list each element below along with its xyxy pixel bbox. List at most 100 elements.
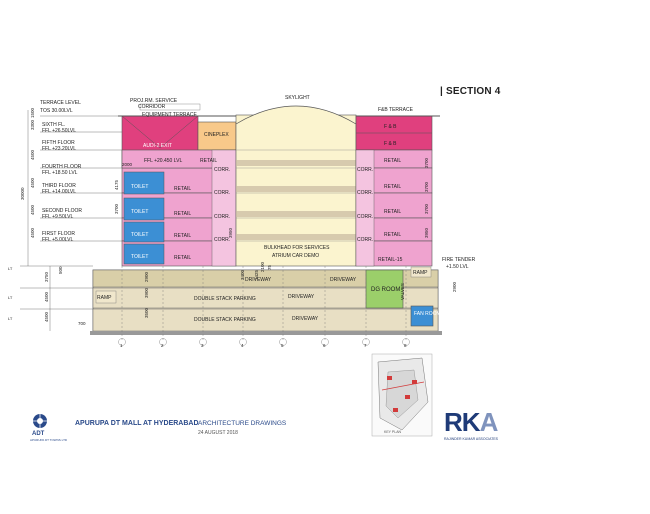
first-floor-label: FIRST FLOOR	[42, 231, 75, 237]
third-floor-label: THIRD FLOOR	[42, 183, 76, 189]
adt-logo	[33, 414, 47, 428]
retail-left-4: RETAIL	[174, 186, 191, 192]
lt-1: LT	[8, 266, 13, 271]
grid-1: 1	[120, 343, 123, 348]
bulkhead-label: BULKHEAD FOR SERVICES	[264, 245, 330, 251]
dim-4500-e: 4500	[44, 291, 49, 302]
driveway-2: DRIVEWAY	[288, 294, 315, 300]
dim-1425: 1425	[254, 269, 259, 280]
dim-2000: 2000	[122, 162, 133, 167]
corr-left-3: CORR.	[214, 190, 230, 196]
foundation-slab	[90, 331, 442, 335]
adt-logo-subtitle: APURUPA DT TOWNS LTD	[30, 438, 68, 442]
toilet-label-2: TOILET	[131, 232, 148, 238]
fire-tender-label: FIRE TENDER	[442, 257, 476, 263]
second-floor-label: SECOND FLOOR	[42, 208, 82, 214]
fan-room	[410, 305, 434, 327]
dim-700: 700	[78, 321, 86, 326]
skylight-dome	[235, 105, 357, 125]
cineplex-label: CINEPLEX	[204, 132, 229, 138]
dim-4500-f: 4500	[44, 311, 49, 322]
dim-3950-left: 3950	[228, 227, 233, 238]
sixth-lvl: FFL +26.50LVL	[42, 128, 76, 134]
dim-4500-c: 4500	[30, 204, 35, 215]
corr-right-3: CORR.	[357, 190, 373, 196]
fb-label-2: F & B	[384, 141, 397, 147]
corridor-right	[355, 149, 375, 267]
retail-right-3: RETAIL	[384, 209, 401, 215]
fourth-lvl: FFL +18.50 LVL	[42, 170, 78, 176]
toilet-label-1: TOILET	[131, 254, 148, 260]
corridor-label: CORRIDOR	[138, 104, 166, 110]
dim-3700-left: 3700	[114, 203, 119, 214]
retail-right-5: RETAIL	[384, 158, 401, 164]
retail-right-2: RETAIL	[384, 232, 401, 238]
valves-label: VALVES	[400, 283, 405, 300]
corr-left-2: CORR.	[214, 214, 230, 220]
grid-5: 5	[281, 343, 284, 348]
retail-left-3: RETAIL	[174, 211, 191, 217]
fifth-floor-label: FIFTH FLOOR	[42, 140, 75, 146]
toilet-2	[123, 221, 165, 243]
rka-logo-subtitle: RAJINDER KUMAR ASSOCIATES	[444, 437, 499, 441]
fb-terrace-label: F&B TERRACE	[378, 107, 414, 113]
grid-8: 8	[404, 343, 407, 348]
dim-3700-r3: 3700	[424, 203, 429, 214]
lt-2: LT	[8, 295, 13, 300]
audi-label: AUDI-2 EXIT	[143, 143, 172, 149]
retail-label-5: RETAIL	[200, 158, 217, 164]
dim-3400: 3400	[240, 269, 245, 280]
dim-4500-b: 4500	[30, 177, 35, 188]
toilet-1	[123, 243, 165, 265]
basement-level-1	[92, 269, 439, 288]
retail-left-1: RETAIL	[174, 255, 191, 261]
section-title: | SECTION 4	[440, 86, 501, 97]
double-stack-1: DOUBLE STACK PARKING	[194, 296, 256, 302]
dim-4500-d: 4500	[30, 227, 35, 238]
rka-logo: RKA	[444, 407, 498, 438]
third-lvl: FFL +14.00LVL	[42, 189, 76, 195]
equipment-label: EQUIPMENT TERRACE	[142, 112, 197, 118]
dg-room-label: DG ROOM	[371, 287, 400, 293]
corr-right-2: CORR.	[357, 214, 373, 220]
drawings-title: ARCHITECTURE DRAWINGS	[198, 420, 287, 427]
rka-logo-rk: RK	[444, 407, 481, 437]
grid-4: 4	[241, 343, 244, 348]
retail-15-label: RETAIL-15	[378, 257, 403, 263]
dim-3700-r1: 3700	[424, 157, 429, 168]
corr-left-4: CORR.	[214, 167, 230, 173]
grid-2: 2	[161, 343, 164, 348]
corr-left-1: CORR.	[214, 237, 230, 243]
dim-500: 500	[58, 266, 63, 274]
grid-6: 6	[323, 343, 326, 348]
fan-room-label: FAN ROOM	[414, 311, 441, 317]
dim-3500: 3500	[144, 307, 149, 318]
projrm-label: PROJ.RM. SERVICE	[130, 98, 178, 104]
double-stack-2: DOUBLE STACK PARKING	[194, 317, 256, 323]
dim-2900-left: 2900	[144, 271, 149, 282]
adt-logo-text: ADT	[32, 431, 45, 437]
audi-ffl-label: FFL +20.450 LVL	[144, 158, 182, 164]
driveway-1b: DRIVEWAY	[330, 277, 357, 283]
ramp-left	[95, 290, 117, 304]
dim-4175: 4175	[114, 179, 119, 190]
dim-3950-r: 3950	[424, 227, 429, 238]
dim-3700-r2: 3700	[424, 181, 429, 192]
dim-3300: 3300	[30, 119, 35, 130]
basement-level-2	[92, 287, 439, 309]
dg-room	[365, 269, 404, 309]
toilet-3	[123, 197, 165, 221]
toilet-4	[123, 171, 165, 195]
tos-label: TOS 30.00LVL	[40, 108, 73, 114]
corridor-left	[211, 149, 237, 267]
retail-right-4: RETAIL	[384, 184, 401, 190]
fifth-lvl: FFL +23.20LVL	[42, 146, 76, 152]
ramp-right	[410, 266, 432, 278]
dim-75: 75	[267, 264, 272, 270]
drawing-date: 24 AUGUST 2018	[198, 430, 238, 436]
ramp-label-right: RAMP	[413, 270, 428, 276]
first-lvl: FFL +5.00LVL	[42, 237, 73, 243]
key-plan-label: KEY PLAN	[384, 430, 402, 434]
grid-3: 3	[201, 343, 204, 348]
